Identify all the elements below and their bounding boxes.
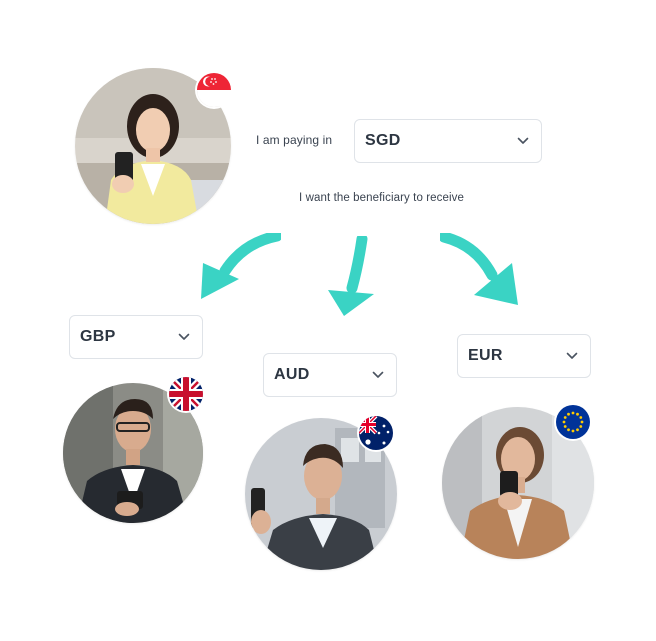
european-union-flag-icon bbox=[556, 405, 590, 439]
beneficiary-currency-select-eur[interactable]: EUR bbox=[457, 334, 591, 378]
beneficiary-currency-value: AUD bbox=[274, 366, 310, 383]
united-kingdom-flag-icon bbox=[169, 377, 203, 411]
curved-arrow-icon-left bbox=[201, 233, 281, 299]
beneficiary-currency-value: GBP bbox=[80, 328, 116, 345]
curved-arrow-icon-right bbox=[440, 233, 518, 305]
chevron-down-icon bbox=[372, 371, 384, 378]
australia-flag-icon bbox=[359, 416, 393, 450]
singapore-flag-icon bbox=[197, 73, 231, 107]
beneficiary-currency-select-gbp[interactable]: GBP bbox=[69, 315, 203, 359]
chevron-down-icon bbox=[566, 352, 578, 359]
receive-label: I want the beneficiary to receive bbox=[299, 192, 465, 204]
beneficiary-currency-value: EUR bbox=[468, 347, 503, 364]
chevron-down-icon bbox=[178, 333, 190, 340]
chevron-down-icon bbox=[517, 137, 529, 144]
curved-arrow-icon-middle bbox=[328, 236, 374, 316]
paying-currency-value: SGD bbox=[365, 132, 401, 149]
paying-label: I am paying in bbox=[256, 133, 333, 147]
beneficiary-currency-select-aud[interactable]: AUD bbox=[263, 353, 397, 397]
paying-currency-select[interactable]: SGD bbox=[354, 119, 542, 163]
